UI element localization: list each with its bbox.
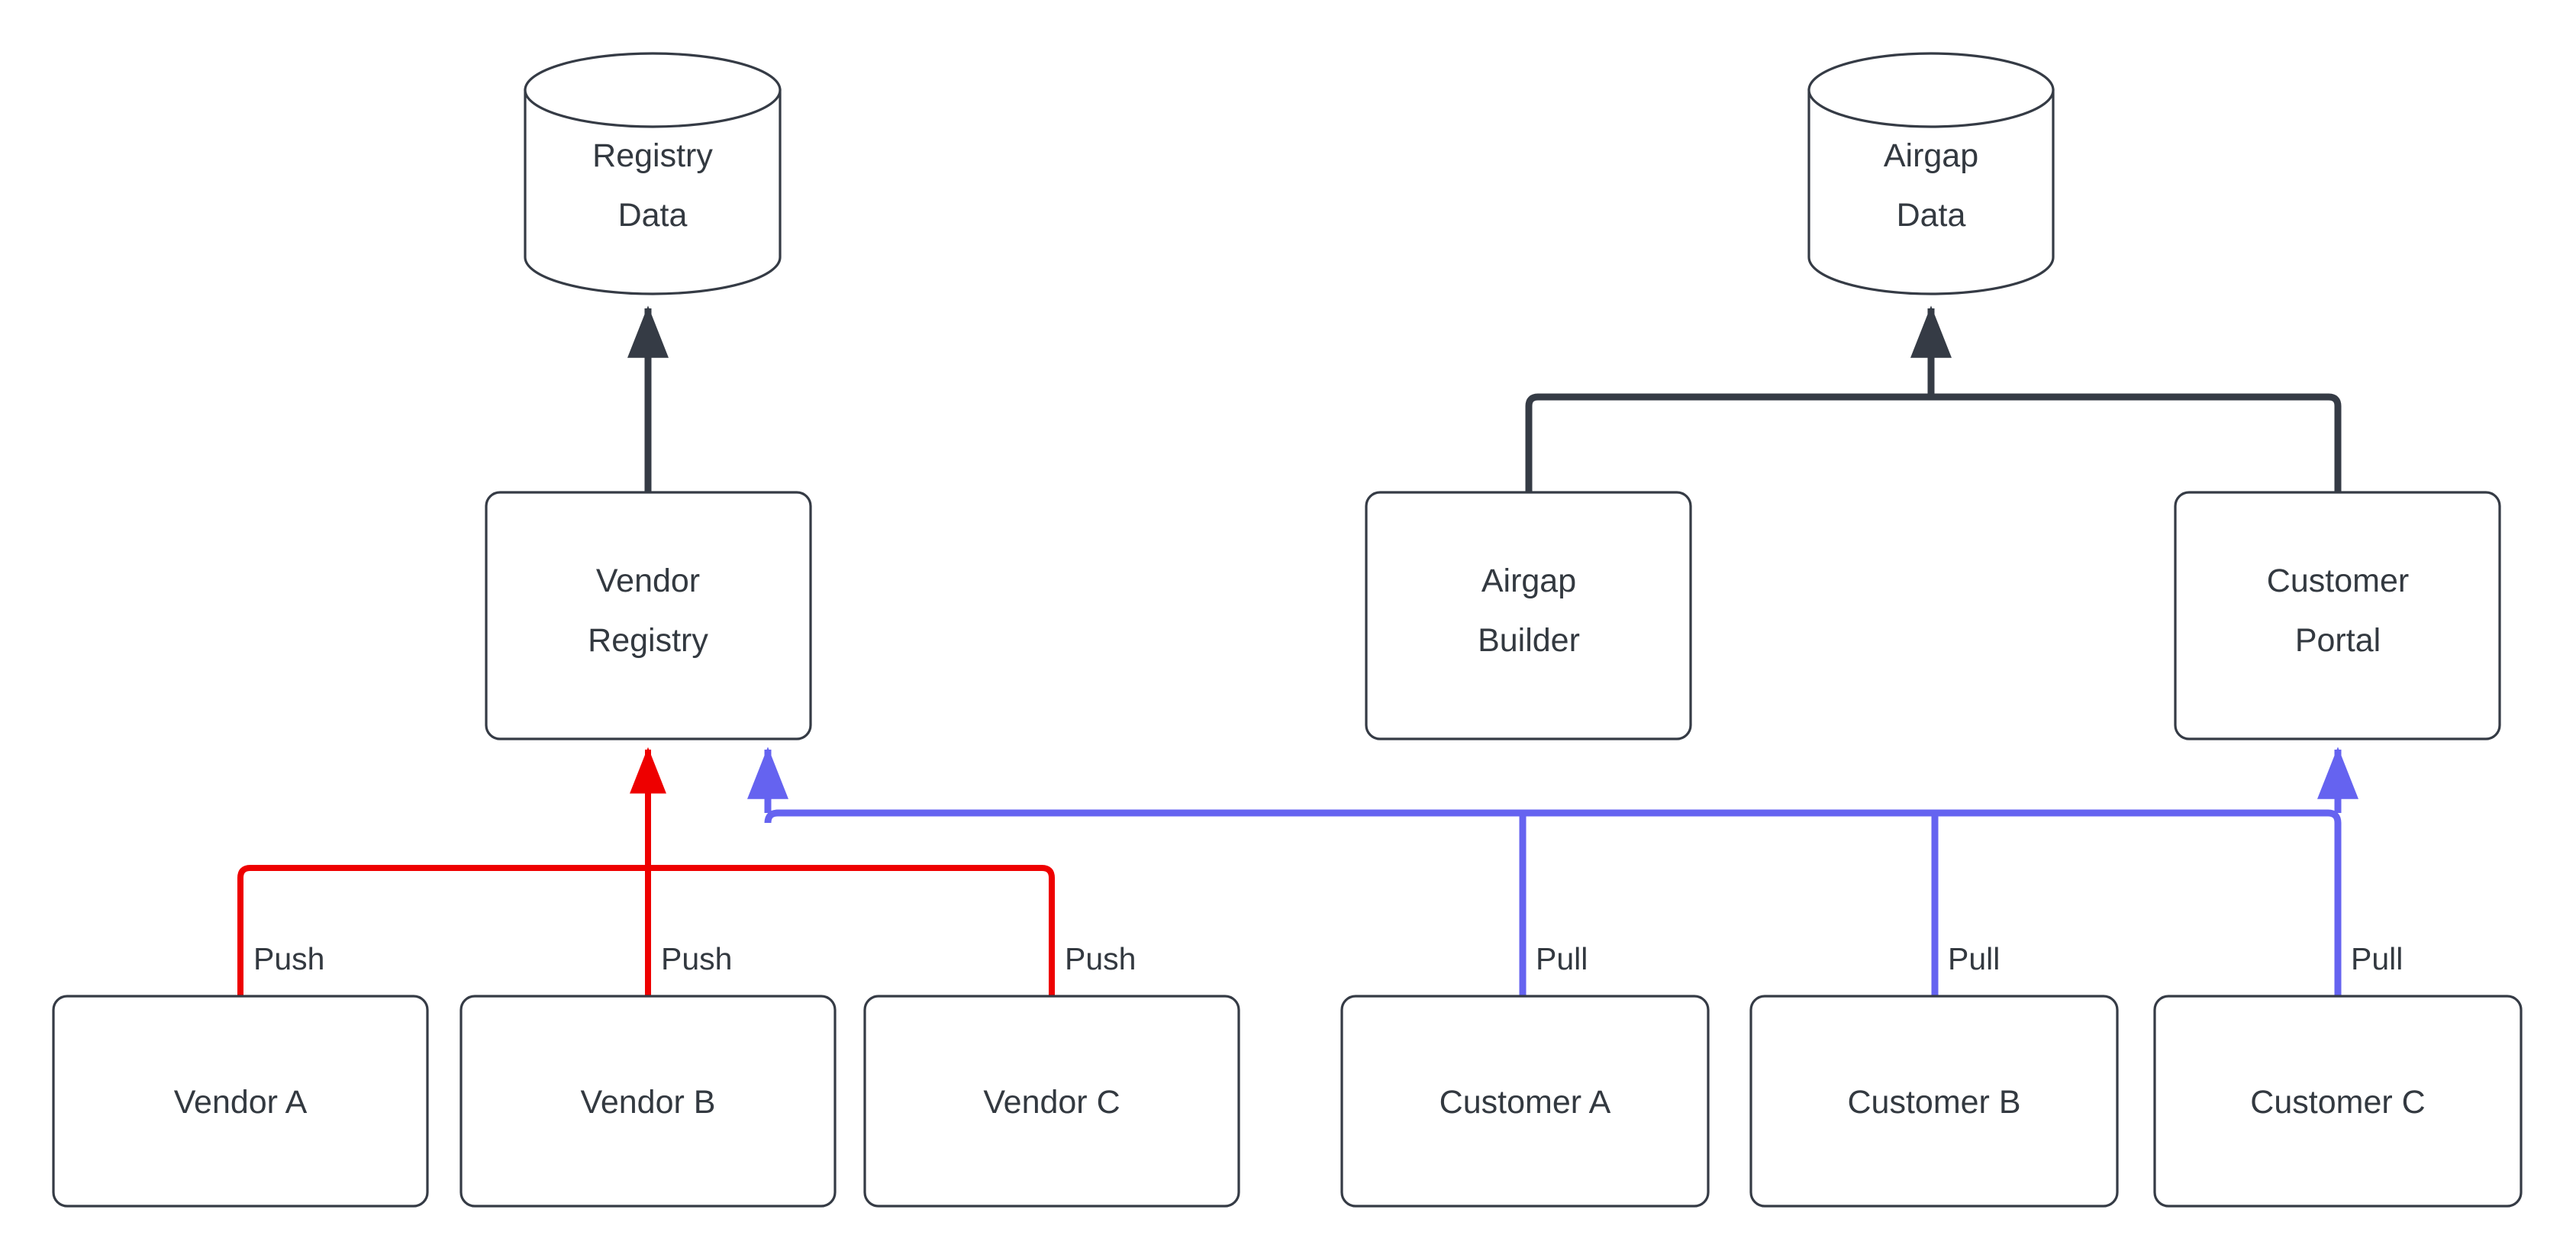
edge-label-pull-customer-b: Pull (1948, 941, 2000, 976)
registry-data-label-line1: Registry (592, 137, 713, 174)
node-customer-c[interactable]: Customer C (2153, 995, 2523, 1208)
edge-label-push-vendor-b: Push (661, 941, 732, 976)
airgap-builder-label-line1: Airgap (1481, 563, 1576, 599)
edge-push-bus (237, 747, 1055, 996)
node-vendor-registry[interactable]: Vendor Registry (485, 491, 812, 740)
edge-pull-bus (746, 747, 2358, 996)
vendor-a-label: Vendor A (174, 1084, 308, 1121)
node-vendor-a[interactable]: Vendor A (52, 995, 429, 1208)
registry-data-label-line2: Data (618, 197, 688, 234)
vendor-b-label: Vendor B (581, 1084, 716, 1121)
node-vendor-b[interactable]: Vendor B (459, 995, 837, 1208)
edge-label-pull-customer-c: Pull (2351, 941, 2403, 976)
customer-c-label: Customer C (2250, 1084, 2425, 1121)
node-customer-a[interactable]: Customer A (1340, 995, 1710, 1208)
node-registry-data[interactable]: Registry Data (524, 52, 782, 295)
edge-label-pull-customer-a: Pull (1536, 941, 1588, 976)
edge-label-push-vendor-c: Push (1065, 941, 1136, 976)
customer-b-label: Customer B (1847, 1084, 2020, 1121)
node-airgap-data[interactable]: Airgap Data (1807, 52, 2055, 295)
customer-a-label: Customer A (1440, 1084, 1611, 1121)
edge-airgap-builder-to-airgap-data (1525, 393, 1931, 492)
customer-portal-label-line2: Portal (2295, 622, 2381, 659)
edge-label-push-vendor-a: Push (253, 941, 324, 976)
airgap-data-label-line2: Data (1897, 197, 1966, 234)
node-customer-portal[interactable]: Customer Portal (2174, 491, 2501, 740)
node-vendor-c[interactable]: Vendor C (863, 995, 1240, 1208)
customer-portal-label-line1: Customer (2267, 563, 2409, 599)
node-airgap-builder[interactable]: Airgap Builder (1365, 491, 1692, 740)
vendor-registry-label-line1: Vendor (596, 563, 700, 599)
vendor-registry-label-line2: Registry (588, 622, 708, 659)
vendor-c-label: Vendor C (983, 1084, 1120, 1121)
node-customer-b[interactable]: Customer B (1749, 995, 2119, 1208)
airgap-builder-label-line2: Builder (1478, 622, 1580, 659)
airgap-data-label-line1: Airgap (1884, 137, 1978, 174)
edge-customer-portal-to-airgap-data (1931, 393, 2342, 492)
